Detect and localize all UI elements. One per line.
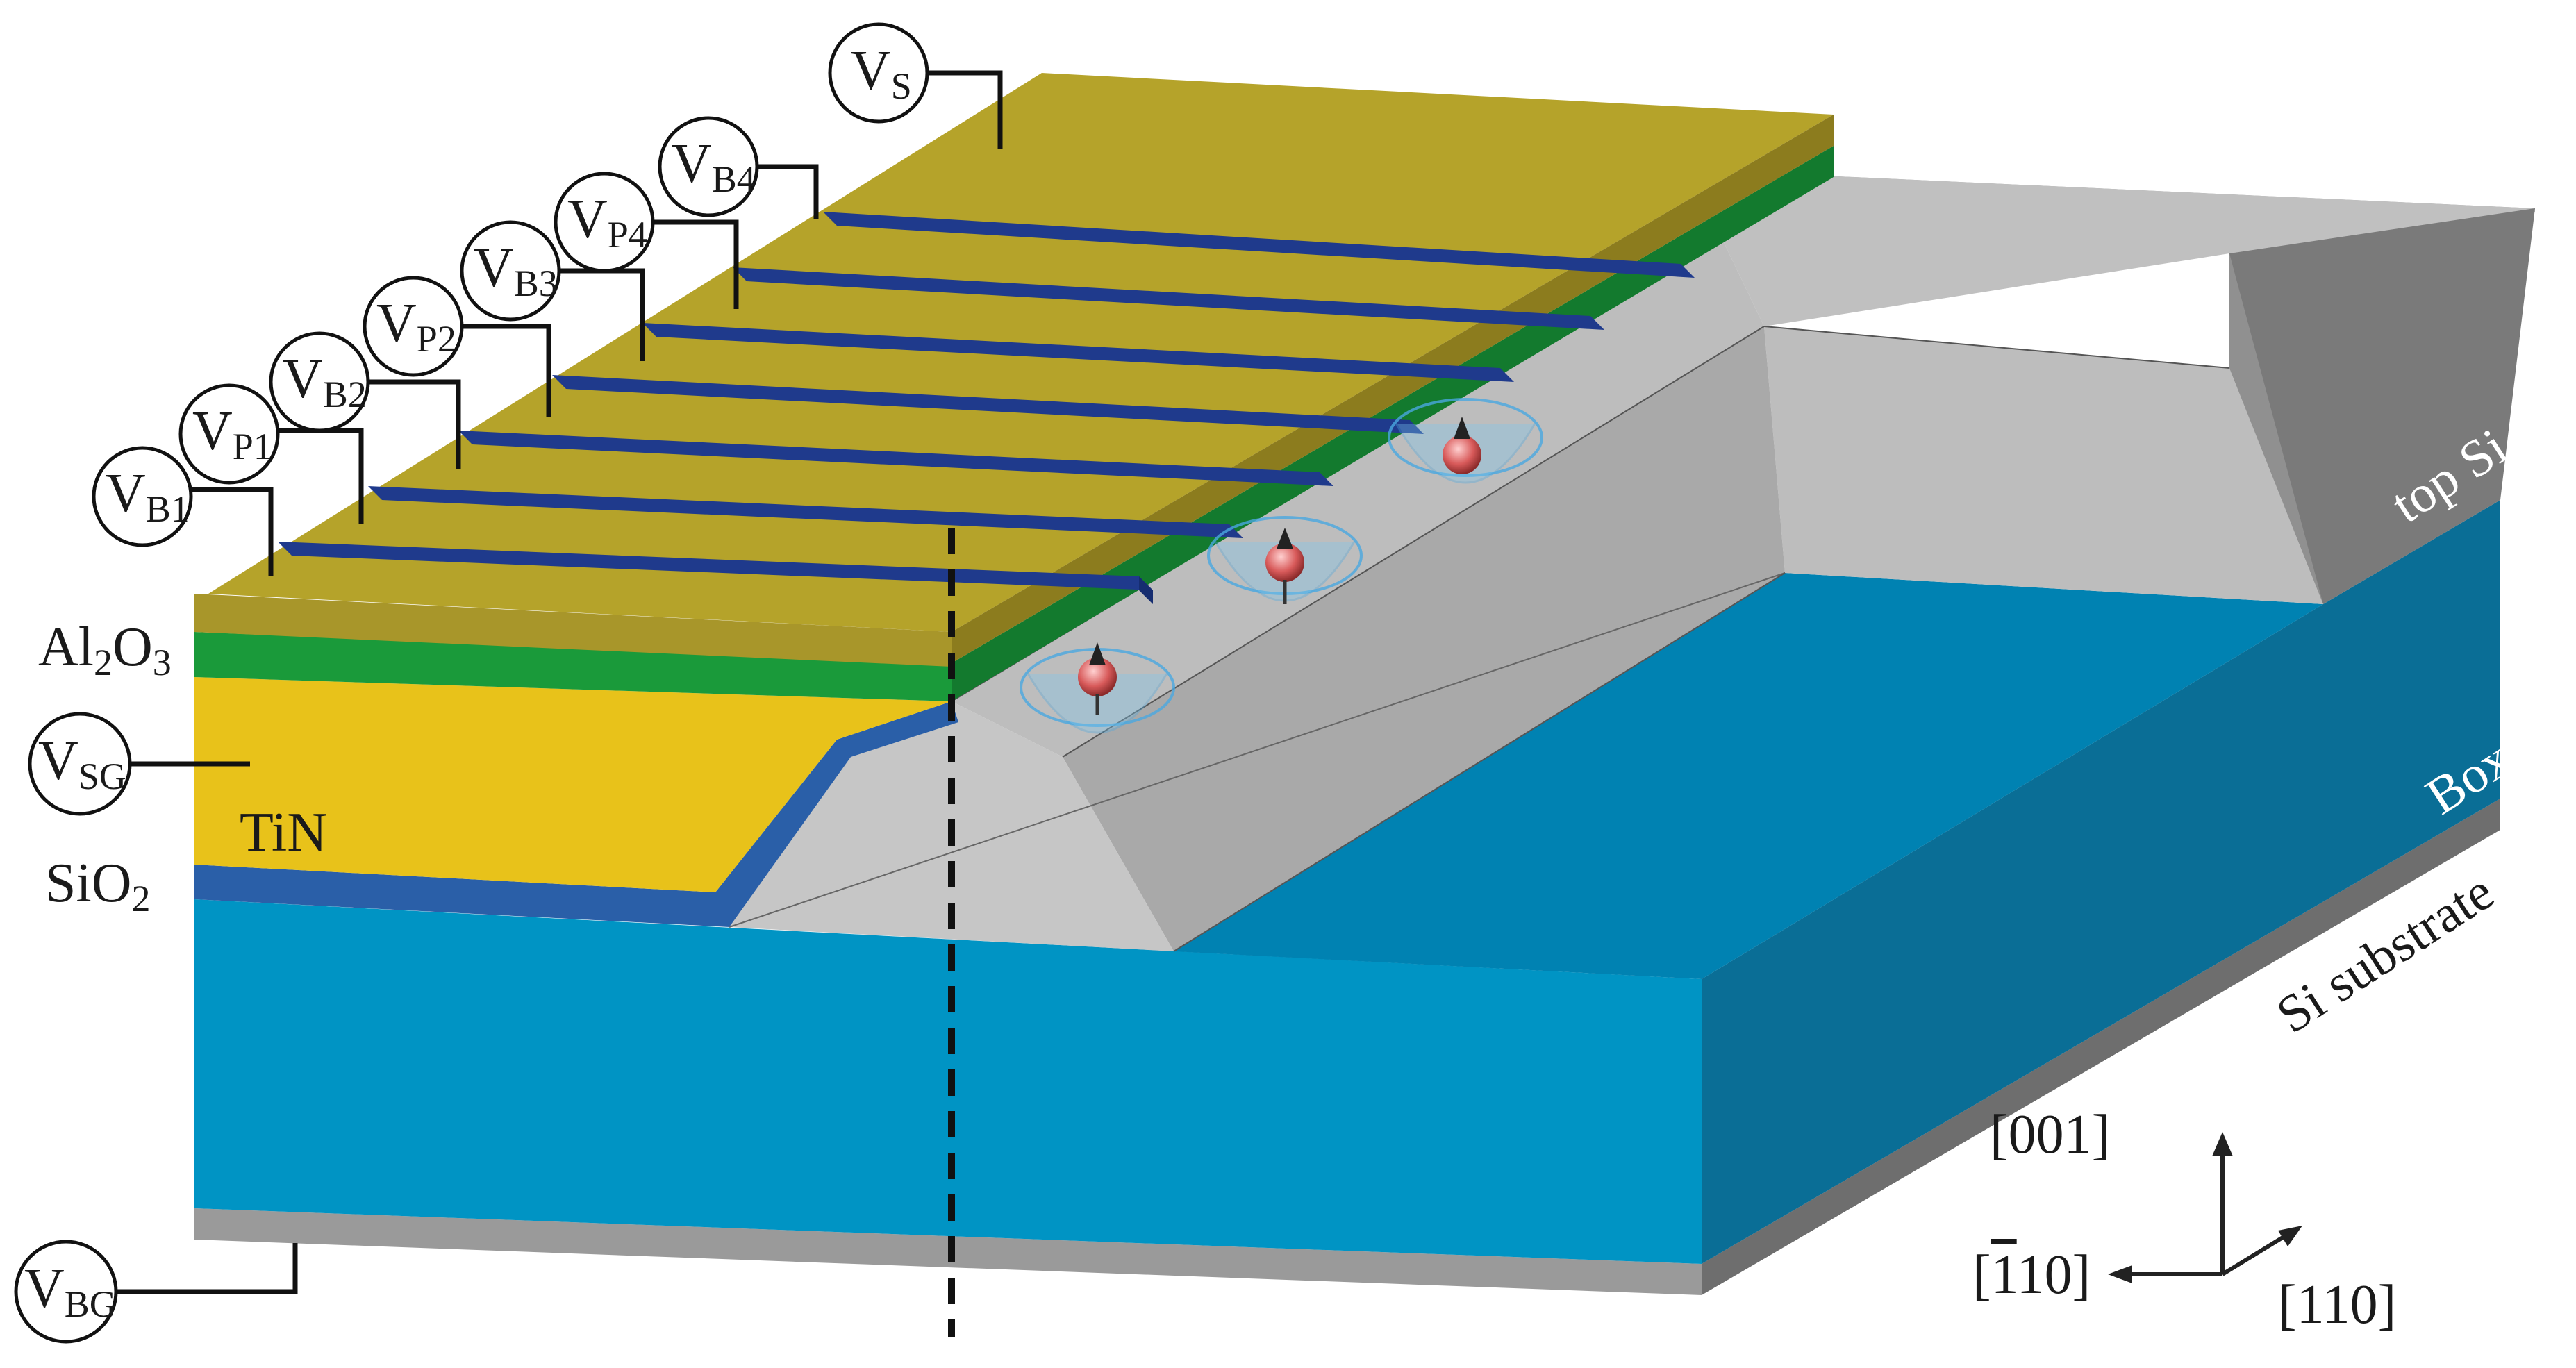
label-vp1: VP1	[192, 401, 272, 467]
label-vb2: VB2	[283, 349, 367, 415]
quantum-dot-2	[1207, 516, 1363, 604]
label-vs: VS	[851, 40, 912, 107]
si-ridge-slope-right	[1063, 326, 1785, 951]
axis-label-bar110: [110]	[1972, 1244, 2091, 1306]
gate-stack-front	[194, 594, 952, 667]
si-ridge-top	[952, 240, 1764, 757]
substrate-strip-side	[1702, 799, 2500, 1295]
label-vp2: VP2	[376, 293, 456, 360]
label-vb1: VB1	[106, 463, 190, 530]
crystal-axes	[2108, 1132, 2302, 1283]
block-edge	[1763, 326, 2230, 369]
quantum-dots	[1020, 398, 1543, 734]
label-tin: TiN	[240, 802, 327, 863]
top-si-block-side	[2229, 208, 2535, 604]
top-si-block-slope	[2229, 253, 2323, 604]
label-al2o3: Al2O3	[38, 617, 172, 683]
ridge-edge-line	[729, 572, 1786, 928]
terminal-circles	[14, 22, 929, 1344]
tin-front-face	[194, 677, 952, 892]
ridge-edge-bottom	[1173, 572, 1786, 952]
terminal-leads	[111, 70, 1003, 1294]
label-vb4: VB4	[672, 133, 756, 200]
label-vp4: VP4	[567, 189, 647, 256]
axis-label-001: [001]	[1990, 1104, 2110, 1165]
axis-label-110: [110]	[2278, 1274, 2396, 1335]
quantum-dot-1	[1020, 642, 1175, 734]
top-si-block-inner	[1764, 326, 2323, 604]
sio2-front	[194, 701, 958, 927]
box-side-face	[1702, 500, 2500, 1264]
label-sio2: SiO2	[45, 853, 151, 919]
box-top-face	[1174, 573, 2323, 979]
label-vb3: VB3	[474, 237, 558, 304]
label-vsg: VSG	[38, 731, 126, 797]
ridge-edge-right	[1062, 326, 1765, 758]
label-vbg: VBG	[24, 1258, 117, 1325]
gate-stripes	[278, 212, 1695, 604]
quantum-dot-3	[1388, 398, 1543, 484]
top-si-block-top2	[1722, 174, 2535, 326]
al2o3-front	[194, 632, 952, 701]
